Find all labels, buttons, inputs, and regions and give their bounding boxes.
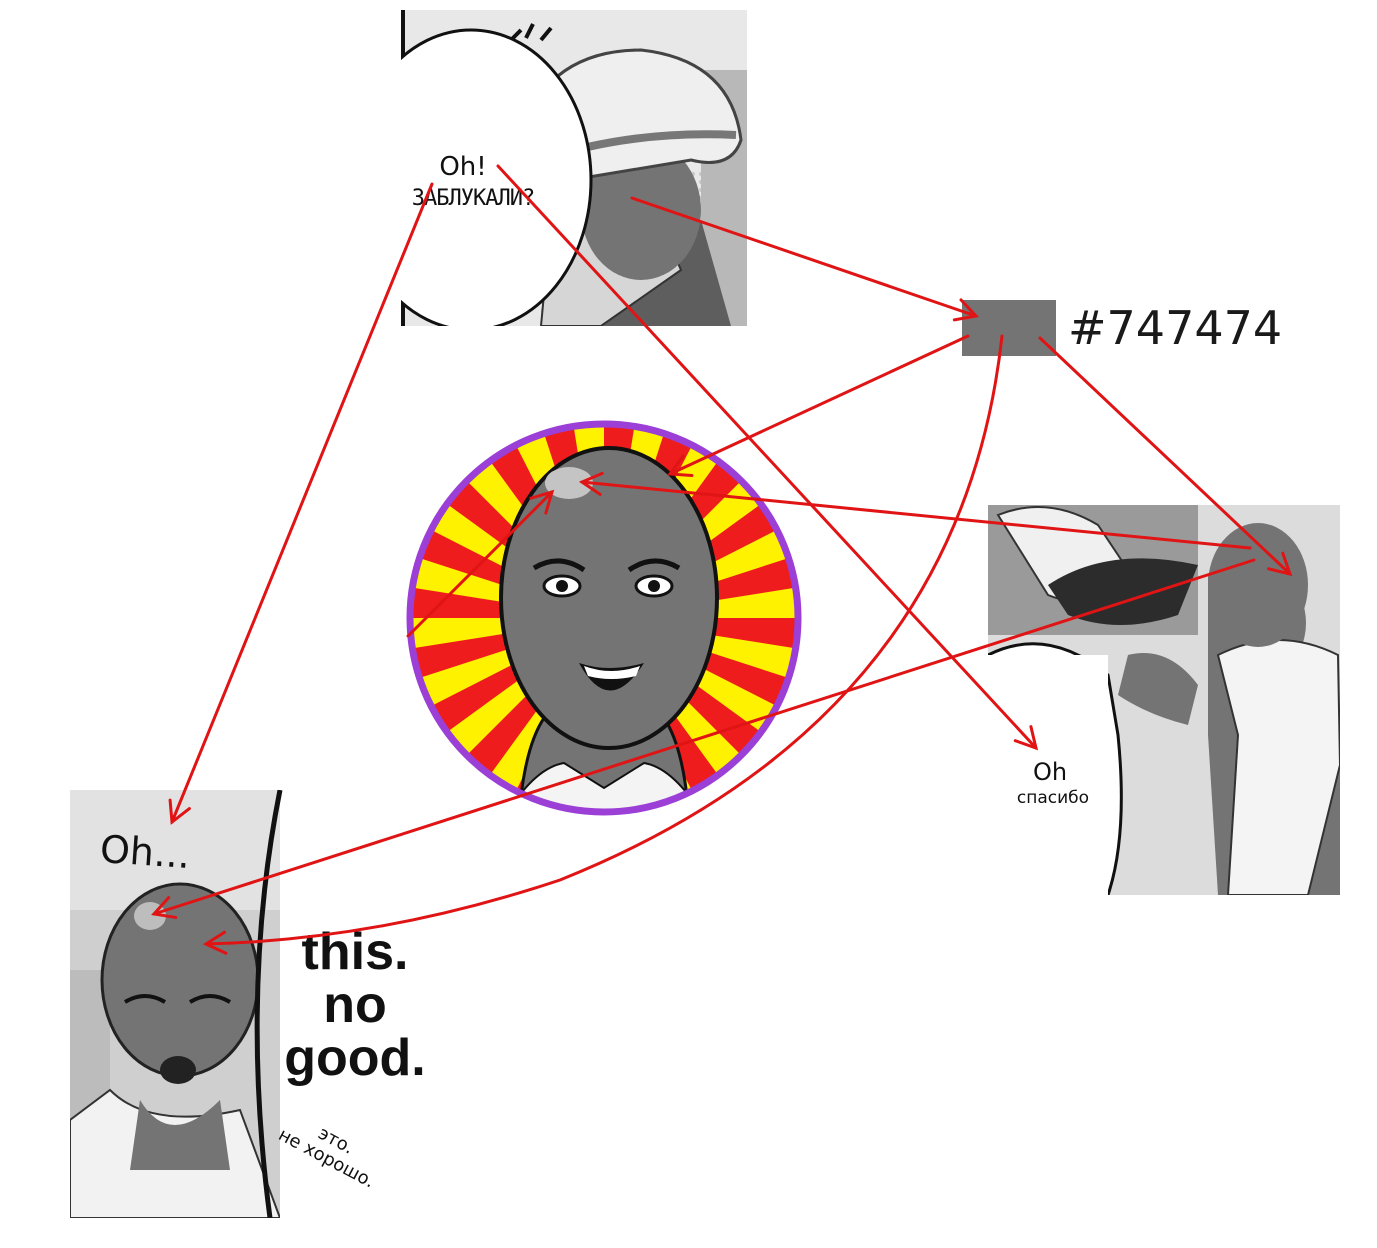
manga-panel-thanks (988, 505, 1340, 895)
arrow-icon (529, 489, 555, 515)
panel-art (70, 790, 430, 1218)
panel-art (988, 505, 1340, 895)
speech-text-zablukali: ЗАБЛУКАЛИ? (411, 186, 535, 211)
arrow-line (406, 490, 554, 638)
arrow-icon (1013, 725, 1039, 751)
color-swatch-label: #747474 (1068, 301, 1283, 355)
speech-text-this-no-good: this. no good. (280, 926, 430, 1085)
arrow-icon (578, 471, 604, 496)
arrow-line (152, 558, 1256, 916)
sunburst-portrait (404, 418, 804, 818)
arrow-line (580, 480, 1252, 550)
manga-panel-no-good (70, 790, 430, 1218)
arrow-line (630, 196, 978, 318)
arrow-line (668, 334, 970, 476)
arrow-line (170, 182, 434, 824)
arrow-icon (952, 298, 979, 322)
arrow-line (204, 334, 1004, 946)
color-swatch (962, 300, 1056, 356)
english-line-2: no (323, 976, 387, 1034)
speech-text-oh-thanks: Oh (1032, 758, 1068, 786)
arrow-icon (151, 896, 178, 919)
panel-art (401, 10, 747, 326)
arrow-icon (168, 798, 191, 825)
portrait-art (406, 420, 802, 816)
manga-panel-hat-character (401, 10, 747, 326)
arrow-line (1038, 336, 1292, 576)
speech-text-oh: Oh! (439, 152, 487, 182)
arrow-icon (202, 930, 228, 955)
arrow-icon (1267, 551, 1293, 577)
arrow-line (496, 164, 1038, 750)
speech-text-spasibo: спасибо (1016, 788, 1090, 808)
english-line-3: good. (284, 1029, 426, 1087)
arrow-icon (667, 454, 694, 477)
